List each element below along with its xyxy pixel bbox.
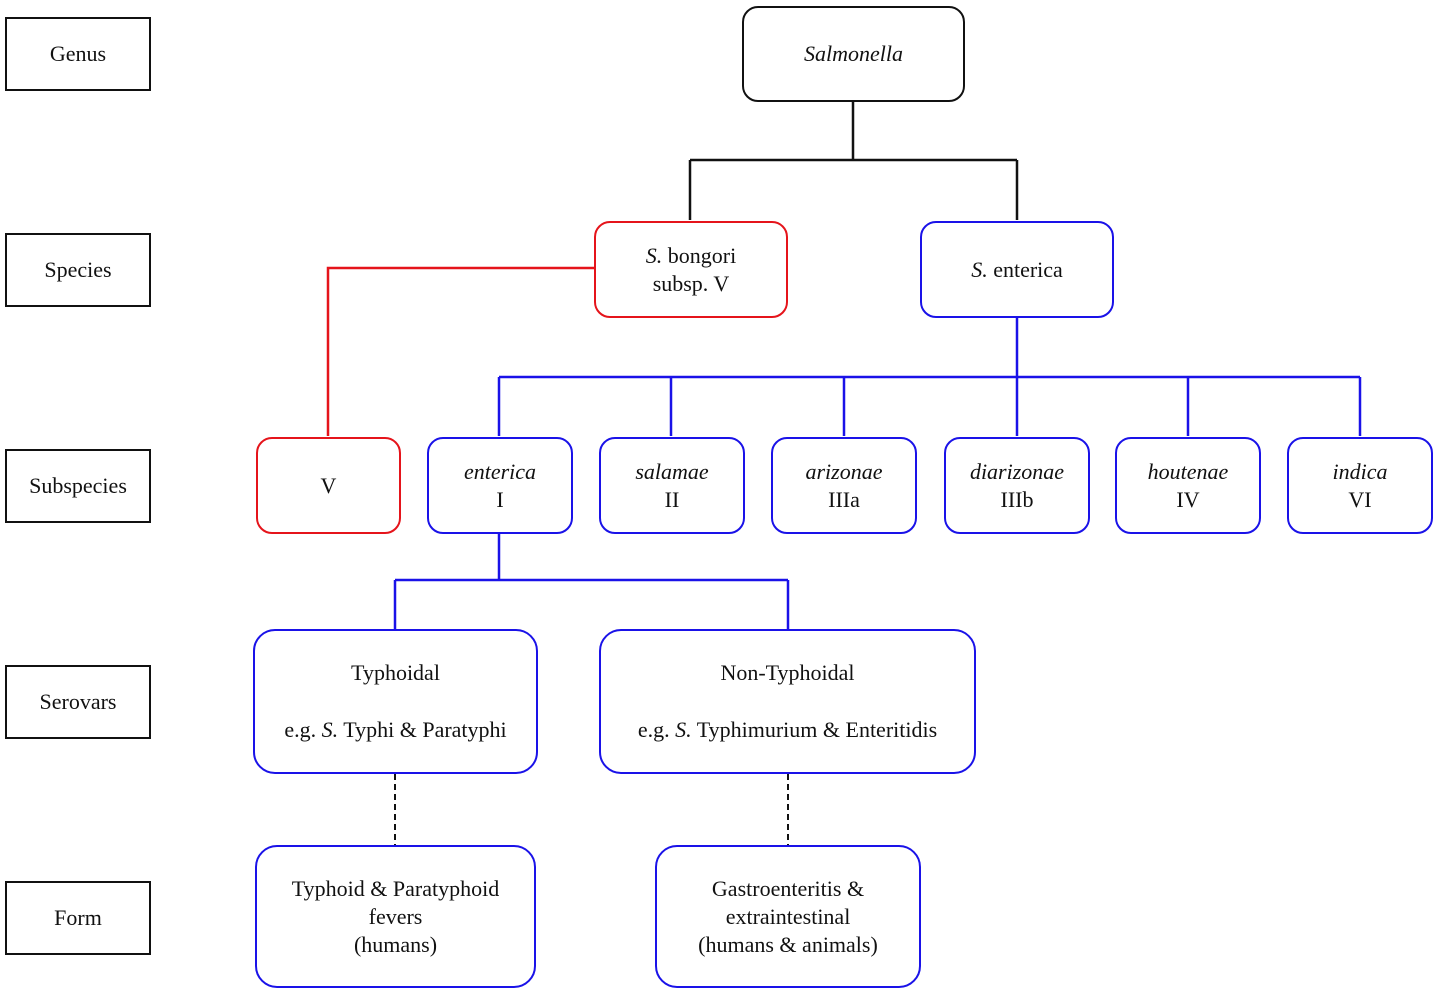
form-node-typhoid: Typhoid & Paratyphoid fevers (humans) (255, 845, 536, 988)
typhoidal-example-rest: Typhi & Paratyphi (338, 717, 507, 742)
subspecies-arizonae-name: arizonae (805, 458, 883, 484)
level-subspecies-text: Subspecies (29, 473, 127, 498)
subspecies-v-numeral: V (320, 472, 337, 498)
subspecies-indica-numeral: VI (1348, 486, 1372, 512)
subspecies-node-houtenae: houtenae IV (1115, 437, 1261, 534)
bongori-line2: subsp. V (652, 270, 730, 296)
subspecies-arizonae-numeral: IIIa (828, 486, 860, 512)
connector-enterica-serovars (393, 534, 790, 629)
gastro-form-line2: extraintestinal (725, 903, 851, 929)
enterica-species-name: enterica (987, 256, 1063, 282)
subspecies-node-indica: indica VI (1287, 437, 1433, 534)
bongori-line1: S. bongori (646, 242, 736, 270)
typhoid-form-line2: fevers (368, 903, 423, 929)
subspecies-node-arizonae: arizonae IIIa (771, 437, 917, 534)
non-typhoidal-title: Non-Typhoidal (720, 660, 855, 685)
level-label-species: Species (5, 233, 151, 307)
species-node-bongori: S. bongori subsp. V (594, 221, 788, 318)
typhoidal-title: Typhoidal (351, 660, 440, 685)
bongori-name: bongori (662, 242, 737, 268)
level-species-text: Species (44, 257, 112, 282)
species-node-enterica: S. enterica (920, 221, 1114, 318)
genus-node-salmonella: Salmonella (742, 6, 965, 102)
level-form-text: Form (54, 905, 102, 930)
enterica-species-abbr: S. (971, 256, 988, 282)
subspecies-node-v: V (256, 437, 401, 534)
subspecies-diarizonae-name: diarizonae (969, 458, 1065, 484)
bongori-abbr: S. (645, 242, 663, 268)
subspecies-diarizonae-numeral: IIIb (1000, 486, 1034, 512)
enterica-species-line: S. enterica (971, 256, 1063, 284)
non-typhoidal-example: e.g. S. Typhimurium & Enteritidis (638, 716, 937, 744)
typhoid-form-line1: Typhoid & Paratyphoid (291, 875, 500, 901)
subspecies-enterica-numeral: I (496, 486, 504, 512)
gastro-form-line1: Gastroenteritis & (711, 875, 865, 901)
subspecies-salamae-name: salamae (635, 458, 709, 484)
connector-enterica-subspecies (497, 318, 1362, 436)
typhoid-form-line3: (humans) (353, 931, 438, 957)
serovar-node-non-typhoidal: Non-Typhoidal e.g. S. Typhimurium & Ente… (599, 629, 976, 774)
level-serovars-text: Serovars (39, 689, 117, 714)
non-typhoidal-example-abbr: S. (675, 717, 692, 742)
form-node-gastroenteritis: Gastroenteritis & extraintestinal (human… (655, 845, 921, 988)
connector-bongori-v (326, 266, 594, 436)
level-label-form: Form (5, 881, 151, 955)
level-label-subspecies: Subspecies (5, 449, 151, 523)
typhoidal-example-abbr: S. (321, 717, 339, 742)
subspecies-node-enterica: enterica I (427, 437, 573, 534)
typhoidal-example: e.g. S. Typhi & Paratyphi (284, 716, 506, 744)
subspecies-houtenae-numeral: IV (1176, 486, 1200, 512)
subspecies-salamae-numeral: II (664, 486, 680, 512)
non-typhoidal-example-rest: Typhimurium & Enteritidis (691, 717, 938, 742)
genus-name: Salmonella (804, 41, 903, 66)
subspecies-enterica-name: enterica (463, 458, 537, 484)
typhoidal-example-prefix: e.g. (284, 717, 322, 742)
subspecies-houtenae-name: houtenae (1147, 458, 1229, 484)
level-label-serovars: Serovars (5, 665, 151, 739)
subspecies-node-diarizonae: diarizonae IIIb (944, 437, 1090, 534)
non-typhoidal-example-prefix: e.g. (637, 717, 676, 742)
subspecies-indica-name: indica (1332, 458, 1388, 484)
level-genus-text: Genus (49, 41, 107, 66)
gastro-form-line3: (humans & animals) (698, 931, 878, 957)
subspecies-node-salamae: salamae II (599, 437, 745, 534)
connector-genus-species (688, 102, 1019, 220)
level-label-genus: Genus (5, 17, 151, 91)
serovar-node-typhoidal: Typhoidal e.g. S. Typhi & Paratyphi (253, 629, 538, 774)
